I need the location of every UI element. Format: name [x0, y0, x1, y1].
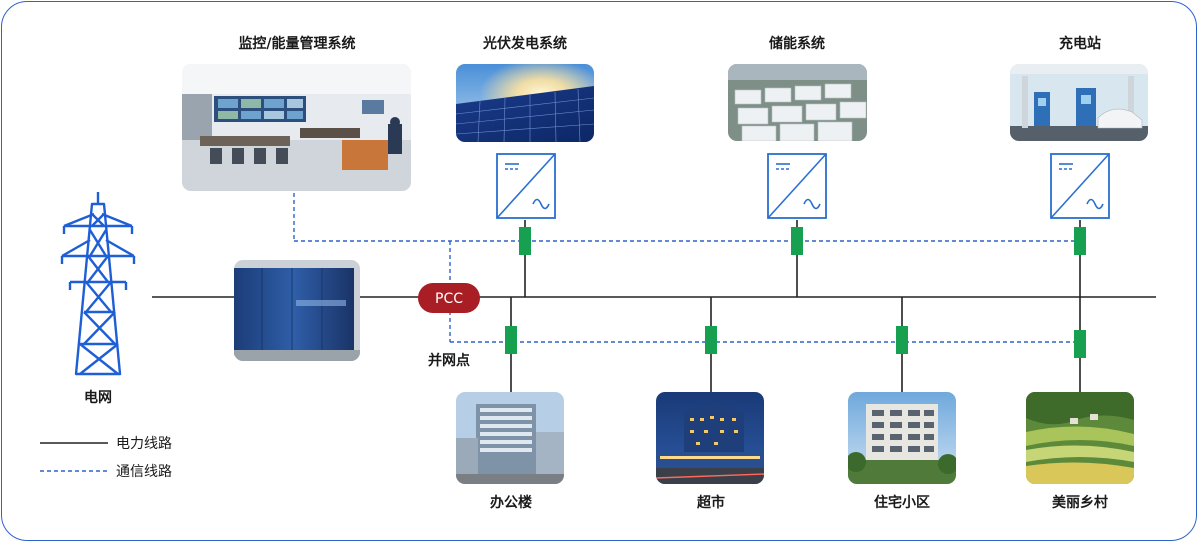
- supermarket-image: [656, 392, 764, 484]
- office-label: 办公楼: [490, 494, 532, 511]
- monitor-title: 监控/能量管理系统: [238, 35, 355, 52]
- storage-title: 储能系统: [768, 35, 825, 52]
- office-building-image: [456, 392, 564, 484]
- legend: 电力线路 通信线路: [40, 436, 172, 480]
- power-cabinet-image: [234, 260, 360, 361]
- legend-power-label: 电力线路: [116, 436, 172, 452]
- switch-residential: [896, 326, 908, 354]
- pcc-point-label: 并网点: [428, 352, 470, 369]
- supermarket-label: 超市: [696, 494, 725, 511]
- inverter-pv: [496, 153, 556, 219]
- switch-office: [505, 326, 517, 354]
- monitoring-room-image: [182, 64, 411, 191]
- energy-storage-image: [728, 64, 867, 141]
- grid-label: 电网: [84, 389, 112, 406]
- comm-lines: [293, 193, 1080, 343]
- legend-comm-label: 通信线路: [116, 464, 172, 480]
- power-tower-icon: [60, 192, 136, 376]
- switch-storage: [791, 227, 803, 255]
- inverter-storage: [767, 153, 827, 219]
- pcc-node: PCC: [418, 283, 480, 313]
- residential-label: 住宅小区: [874, 494, 930, 511]
- charging-title: 充电站: [1059, 35, 1101, 52]
- pcc-label: PCC: [435, 291, 463, 307]
- inverter-charging: [1050, 153, 1110, 219]
- village-label: 美丽乡村: [1052, 494, 1108, 511]
- pv-title: 光伏发电系统: [482, 35, 567, 52]
- pv-panel-image: [456, 64, 594, 142]
- switch-village: [1074, 330, 1086, 358]
- charging-station-image: [1010, 64, 1148, 141]
- switch-pv: [519, 227, 531, 255]
- switches: [505, 227, 1086, 358]
- switch-charging: [1074, 227, 1086, 255]
- residential-image: [848, 392, 956, 484]
- switch-supermarket: [705, 326, 717, 354]
- village-image: [1026, 392, 1134, 484]
